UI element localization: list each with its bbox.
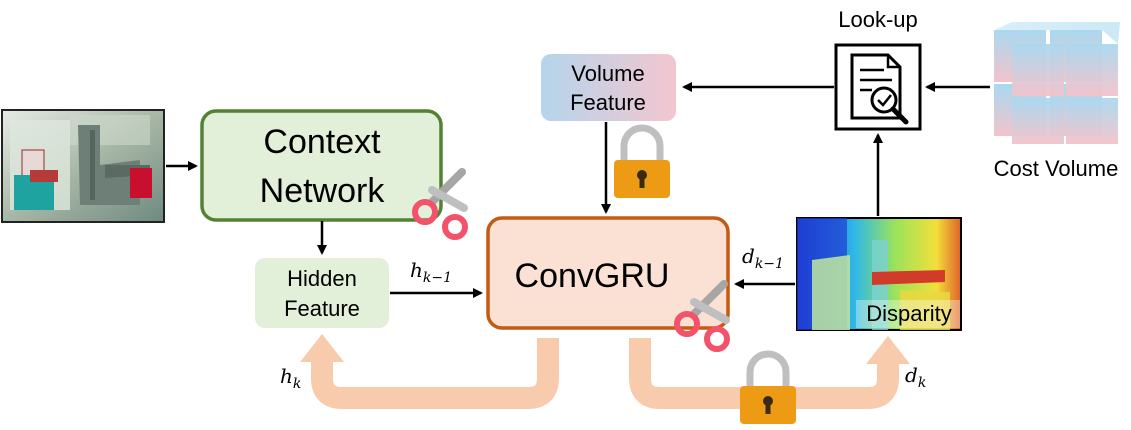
lookup-label: Look-up — [838, 7, 918, 32]
d-prev-base: d — [742, 244, 755, 268]
convgru-label: ConvGRU — [515, 257, 670, 295]
disparity-label: Disparity — [866, 301, 952, 326]
context-network-label-line2: Network — [260, 172, 386, 210]
cube-icon — [994, 22, 1120, 144]
h-prev-sub: k−1 — [423, 270, 452, 286]
h-k-base: h — [280, 364, 293, 388]
hidden-feature-label-line2: Feature — [284, 296, 360, 321]
context-network-node: Context Network — [200, 109, 443, 222]
lock-icon — [740, 350, 796, 424]
volume-feature-node: Volume Feature — [541, 54, 676, 121]
h-k-sub: k — [293, 376, 301, 392]
disparity-node: Disparity — [796, 217, 962, 331]
h-prev-label: hk−1 — [410, 258, 452, 286]
hidden-feature-node: Hidden Feature — [255, 258, 389, 328]
cost-volume-node: Cost Volume — [994, 22, 1120, 181]
hidden-feature-label-line1: Hidden — [287, 266, 357, 291]
h-k-label: hk — [280, 364, 301, 392]
context-network-label-line1: Context — [263, 123, 381, 161]
volume-feature-label-line2: Feature — [570, 90, 646, 115]
cost-volume-label: Cost Volume — [994, 156, 1119, 181]
input-image — [1, 109, 165, 223]
volume-feature-label-line1: Volume — [571, 61, 644, 86]
d-prev-sub: k−1 — [755, 256, 784, 272]
lock-icon — [614, 124, 670, 198]
d-k-base: d — [905, 363, 918, 387]
h-prev-base: h — [410, 258, 423, 282]
loop-arrow-hidden — [300, 334, 559, 409]
d-k-sub: k — [918, 375, 926, 391]
convgru-node: ConvGRU — [486, 216, 730, 330]
d-prev-label: dk−1 — [742, 244, 784, 272]
document-search-icon — [834, 43, 922, 131]
d-k-label: dk — [905, 363, 926, 391]
scissors-icon — [412, 168, 468, 240]
scissors-icon — [674, 280, 730, 352]
